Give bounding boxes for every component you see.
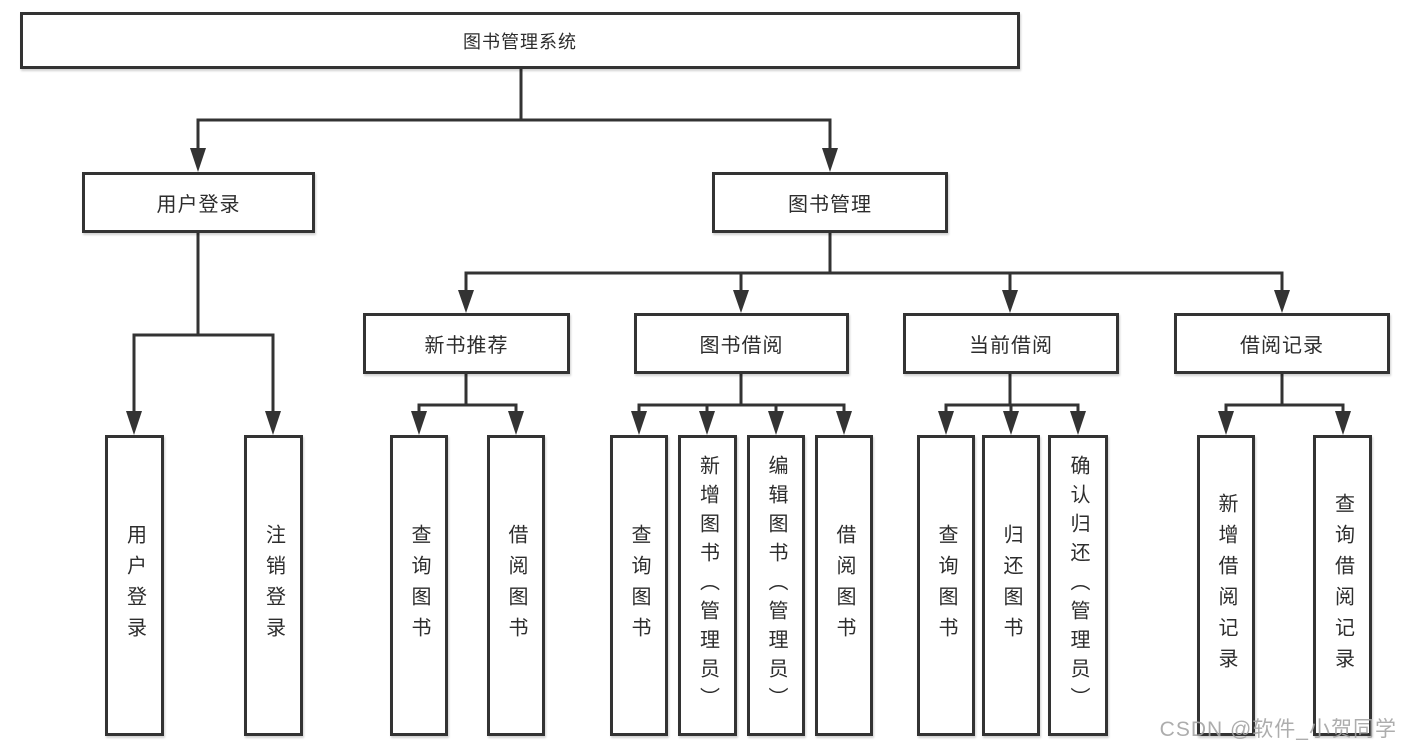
connector-current-borrowing-to-leaves	[938, 373, 1086, 435]
connector-user-login-to-leaves	[126, 233, 281, 435]
leaf-edit-books-admin-label: 编辑图书（管理员）	[765, 455, 787, 716]
leaf-logout-label: 注销登录	[262, 523, 285, 648]
connector-new-book-recommend-to-leaves	[411, 373, 524, 435]
node-book-management: 图书管理	[712, 172, 948, 233]
leaf-query-books-recommend: 查询图书	[390, 435, 448, 736]
node-borrowing-records: 借阅记录	[1174, 313, 1390, 374]
leaf-add-borrow-record: 新增借阅记录	[1197, 435, 1255, 736]
leaf-borrow-books-borrowing-label: 借阅图书	[833, 523, 855, 648]
leaf-confirm-return-admin-label: 确认归还（管理员）	[1067, 455, 1089, 716]
leaf-query-books-borrowing-label: 查询图书	[628, 523, 650, 648]
leaf-add-borrow-record-label: 新增借阅记录	[1215, 492, 1237, 679]
node-new-book-recommend: 新书推荐	[363, 313, 570, 374]
leaf-add-books-admin: 新增图书（管理员）	[678, 435, 737, 736]
leaf-confirm-return-admin: 确认归还（管理员）	[1048, 435, 1108, 736]
leaf-borrow-books-borrowing: 借阅图书	[815, 435, 873, 736]
leaf-query-borrow-record: 查询借阅记录	[1313, 435, 1372, 736]
leaf-borrow-books-recommend: 借阅图书	[487, 435, 545, 736]
leaf-query-books-current-label: 查询图书	[935, 523, 957, 648]
watermark-text: CSDN @软件_小贺同学	[1159, 718, 1397, 741]
node-user-login: 用户登录	[82, 172, 315, 233]
leaf-user-login-label: 用户登录	[123, 523, 146, 648]
leaf-query-borrow-record-label: 查询借阅记录	[1331, 492, 1354, 679]
leaf-add-books-admin-label: 新增图书（管理员）	[696, 455, 719, 716]
node-book-borrowing: 图书借阅	[634, 313, 849, 374]
connector-root-to-level2	[190, 68, 838, 172]
leaf-query-books-current: 查询图书	[917, 435, 975, 736]
leaf-return-books: 归还图书	[982, 435, 1040, 736]
connector-book-borrowing-to-leaves	[631, 373, 852, 435]
leaf-query-books-borrowing: 查询图书	[610, 435, 668, 736]
leaf-return-books-label: 归还图书	[1000, 523, 1022, 648]
leaf-user-login: 用户登录	[105, 435, 164, 736]
node-current-borrowing: 当前借阅	[903, 313, 1119, 374]
node-root: 图书管理系统	[20, 12, 1020, 69]
leaf-borrow-books-recommend-label: 借阅图书	[505, 523, 527, 648]
connector-book-management-to-level3	[458, 233, 1290, 313]
leaf-logout: 注销登录	[244, 435, 303, 736]
leaf-query-books-recommend-label: 查询图书	[408, 523, 430, 648]
connector-borrowing-records-to-leaves	[1218, 373, 1351, 435]
leaf-edit-books-admin: 编辑图书（管理员）	[747, 435, 805, 736]
